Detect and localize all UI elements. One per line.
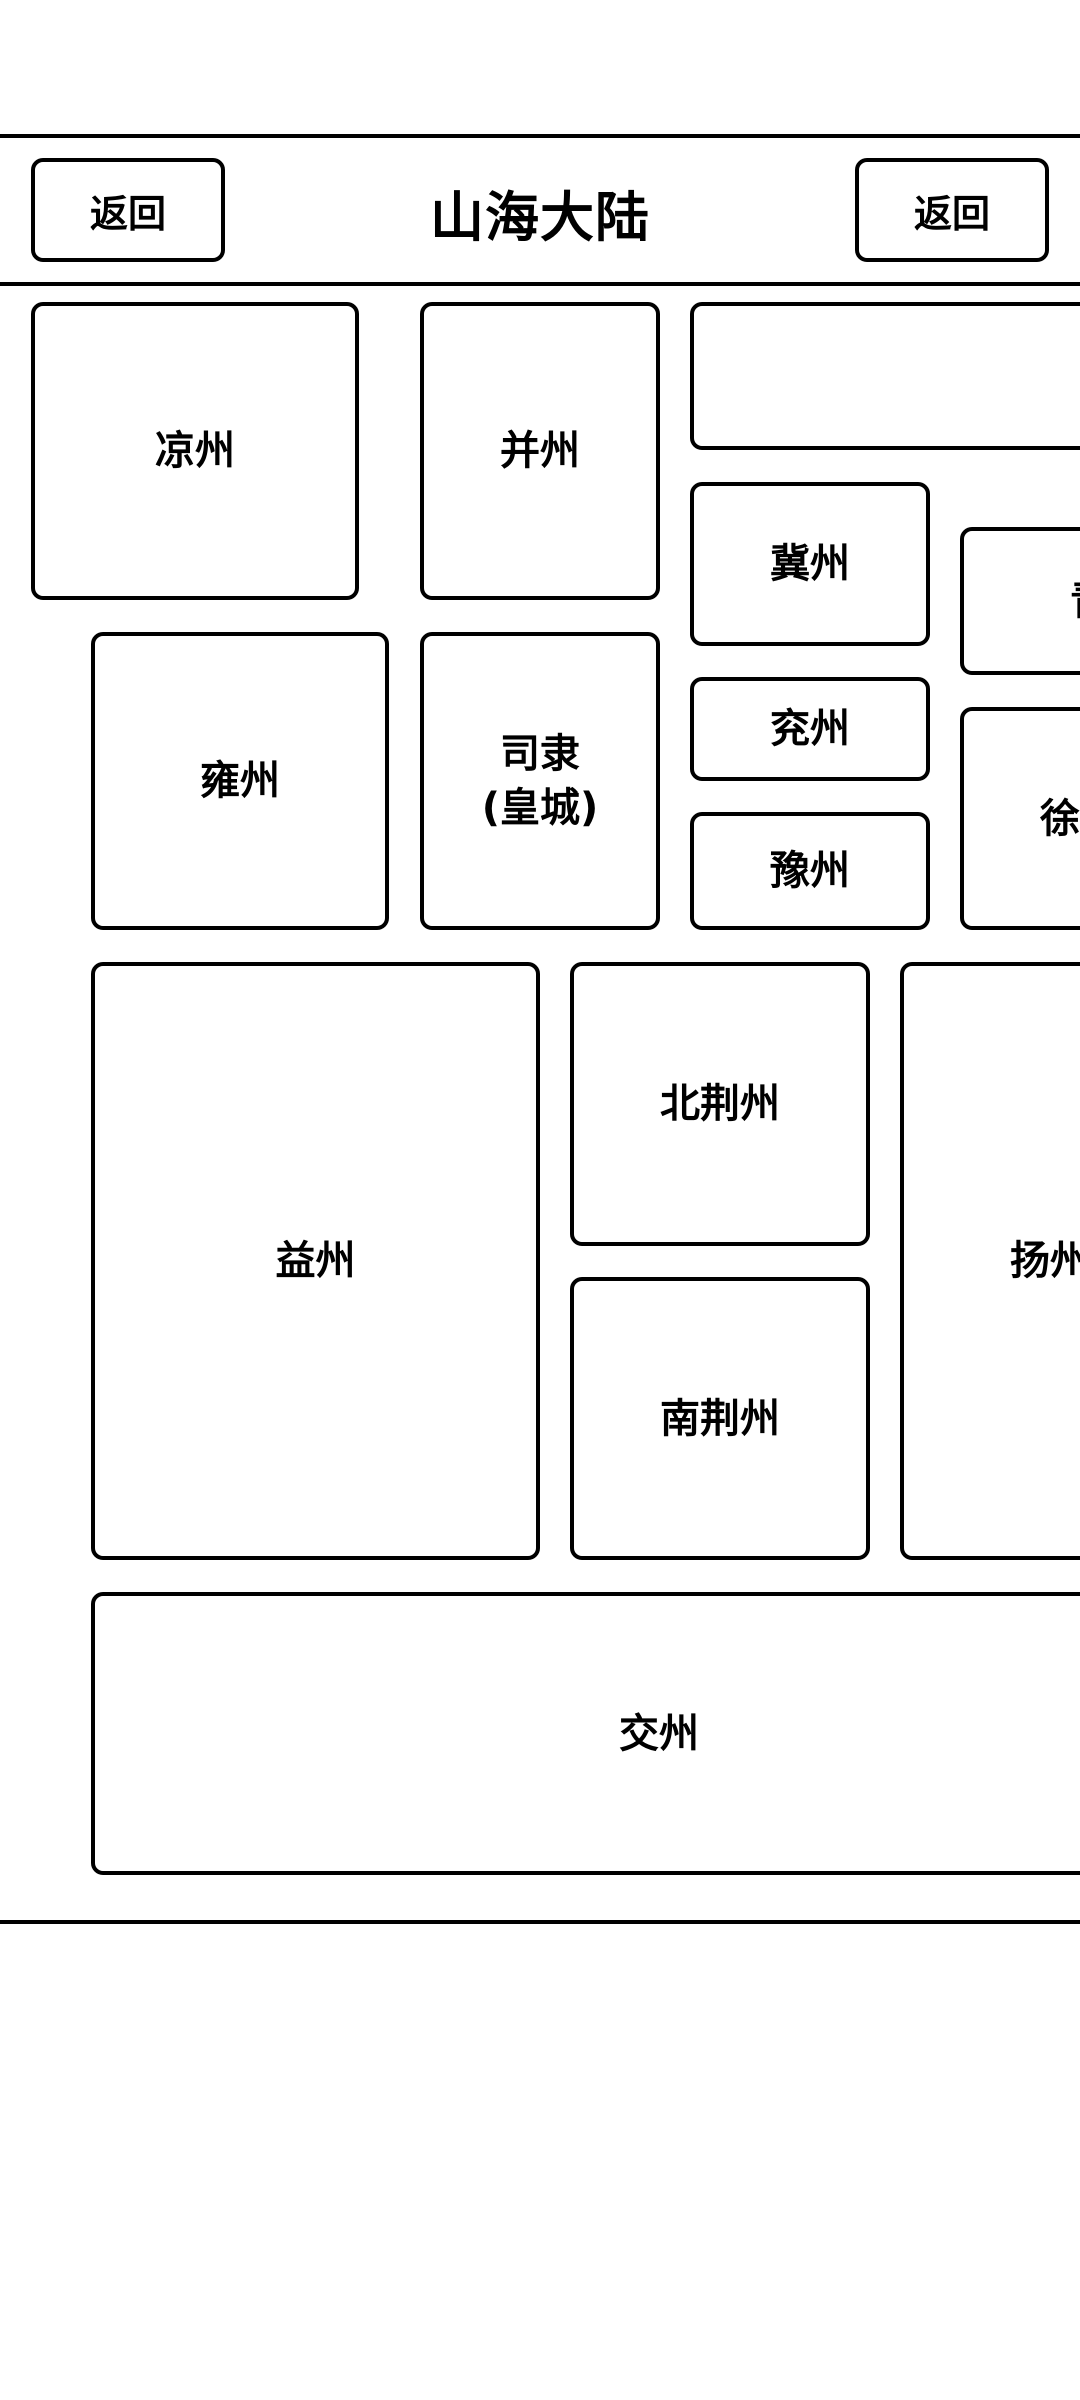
region-yangzhou[interactable]: 扬州	[900, 962, 1080, 1560]
region-jiaozhou[interactable]: 交州	[91, 1592, 1080, 1875]
region-jizhou-label: 冀州	[770, 541, 850, 587]
region-nanjingzhou[interactable]: 南荆州	[570, 1277, 870, 1560]
region-xuzhou-label: 徐	[1040, 795, 1080, 842]
region-yuzhou[interactable]: 豫州	[690, 812, 930, 930]
region-yangzhou-label: 扬州	[1010, 1238, 1080, 1284]
region-yizhou[interactable]: 益州	[91, 962, 540, 1560]
region-yanzhou[interactable]: 兖州	[690, 677, 930, 781]
region-sili-text: 司隶 (皇城)	[482, 727, 599, 835]
region-sili[interactable]: 司隶 (皇城)	[420, 632, 660, 930]
header-bottom-divider	[0, 282, 1080, 286]
region-bingzhou[interactable]: 并州	[420, 302, 660, 600]
header-top-divider	[0, 134, 1080, 138]
region-bingzhou-label: 并州	[500, 428, 580, 474]
region-qingzhou-label: 青	[1070, 574, 1080, 628]
region-sili-label: 司隶	[500, 731, 580, 777]
region-beijingzhou[interactable]: 北荆州	[570, 962, 870, 1246]
page-title: 山海大陆	[430, 185, 650, 249]
region-yanzhou-label: 兖州	[770, 706, 850, 752]
region-sili-sublabel: (皇城)	[481, 785, 599, 831]
region-jiaozhou-label: 交州	[619, 1710, 699, 1757]
region-nanjingzhou-label: 南荆州	[660, 1395, 780, 1442]
region-yongzhou-label: 雍州	[200, 758, 280, 804]
back-button-right[interactable]: 返回	[855, 158, 1049, 262]
region-top-right-blank[interactable]	[690, 302, 1080, 450]
region-xuzhou[interactable]: 徐	[960, 707, 1080, 930]
back-button-right-label: 返回	[913, 191, 990, 236]
map-bottom-divider	[0, 1920, 1080, 1924]
back-button-left-label: 返回	[89, 191, 166, 236]
region-beijingzhou-label: 北荆州	[660, 1081, 780, 1127]
region-yuzhou-label: 豫州	[770, 848, 850, 894]
back-button-left[interactable]: 返回	[31, 158, 225, 262]
region-liangzhou-label: 凉州	[155, 428, 235, 474]
region-qingzhou[interactable]: 青	[960, 527, 1080, 675]
region-yizhou-label: 益州	[275, 1238, 356, 1284]
region-jizhou[interactable]: 冀州	[690, 482, 930, 646]
region-liangzhou[interactable]: 凉州	[31, 302, 359, 600]
region-yongzhou[interactable]: 雍州	[91, 632, 389, 930]
